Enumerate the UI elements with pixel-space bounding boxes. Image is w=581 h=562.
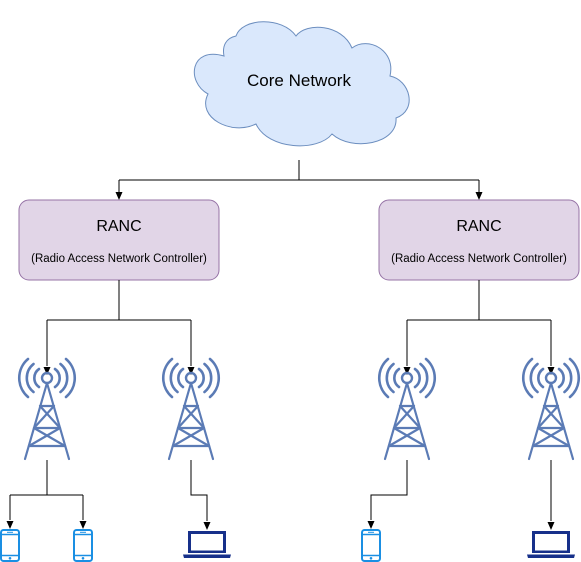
ranc-box <box>378 199 580 281</box>
ranc-title: RANC <box>456 218 501 235</box>
arrowhead <box>203 522 211 530</box>
radio-tower-icon <box>161 357 221 461</box>
arrowhead <box>475 192 483 200</box>
cloud-icon <box>193 21 410 147</box>
core-to-ranc-edges <box>115 160 483 200</box>
devices <box>0 529 575 562</box>
smartphone-icon <box>361 529 381 562</box>
arrowhead <box>6 521 14 529</box>
smartphone-icon <box>0 529 20 562</box>
laptop-icon <box>183 531 231 558</box>
towers <box>17 357 581 461</box>
radio-tower-icon <box>17 357 77 461</box>
ranc-box <box>18 199 220 281</box>
ranc-subtitle: (Radio Access Network Controller) <box>31 253 207 265</box>
ranc-to-tower-edges <box>43 280 555 375</box>
smartphone-icon <box>73 529 93 562</box>
arrowhead <box>547 522 555 530</box>
arrowhead <box>115 192 123 200</box>
arrowhead <box>79 521 87 529</box>
laptop-icon <box>527 531 575 558</box>
core-network-label: Core Network <box>247 71 351 90</box>
tower-to-device-edges <box>6 460 555 530</box>
core-network-node: Core Network <box>193 21 410 147</box>
ranc-node-left: RANC (Radio Access Network Controller) <box>18 199 220 281</box>
arrowhead <box>367 521 375 529</box>
ranc-title: RANC <box>96 218 141 235</box>
ranc-node-right: RANC (Radio Access Network Controller) <box>378 199 580 281</box>
radio-tower-icon <box>377 357 437 461</box>
radio-tower-icon <box>521 357 581 461</box>
ranc-subtitle: (Radio Access Network Controller) <box>391 253 567 265</box>
